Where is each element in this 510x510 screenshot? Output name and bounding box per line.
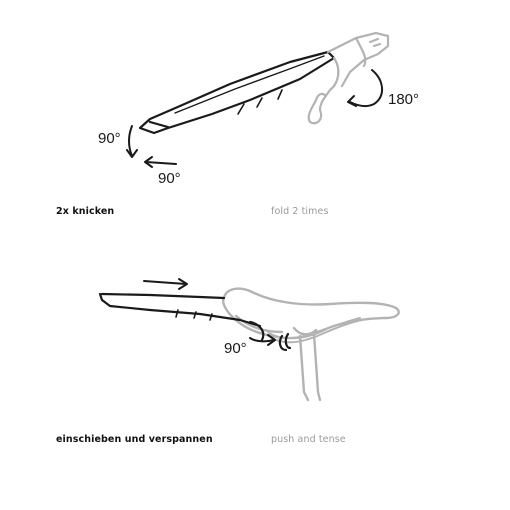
step1-caption-german: 2x knicken	[56, 206, 115, 217]
bike-saddle	[222, 287, 400, 340]
rotate-90-down-arrow	[126, 125, 138, 158]
rotate-90-arrow	[249, 334, 276, 346]
mudguard-blade	[138, 50, 336, 135]
angle-label-90: 90°	[224, 340, 247, 357]
fold-diagram: 180° 90° 90°	[98, 31, 419, 187]
clamp-under-saddle	[278, 332, 292, 352]
mount-clamp	[307, 31, 390, 125]
mount-step-illustration: 90°	[0, 260, 510, 435]
mudguard-blade-inserted	[98, 292, 265, 342]
rotate-90-left-arrow	[144, 156, 177, 168]
mount-diagram: 90°	[98, 278, 400, 402]
angle-label-90-bottom: 90°	[158, 170, 181, 187]
push-arrow	[143, 278, 188, 290]
step1-caption-english: fold 2 times	[271, 206, 329, 217]
seatpost	[292, 326, 322, 402]
rotate-180-arrow	[347, 69, 383, 108]
angle-label-90-left: 90°	[98, 130, 121, 147]
angle-label-180: 180°	[388, 91, 419, 108]
step2-caption-german: einschieben und verspannen	[56, 434, 213, 445]
fold-step-illustration: 180° 90° 90°	[0, 0, 510, 200]
step2-caption-english: push and tense	[271, 434, 346, 445]
